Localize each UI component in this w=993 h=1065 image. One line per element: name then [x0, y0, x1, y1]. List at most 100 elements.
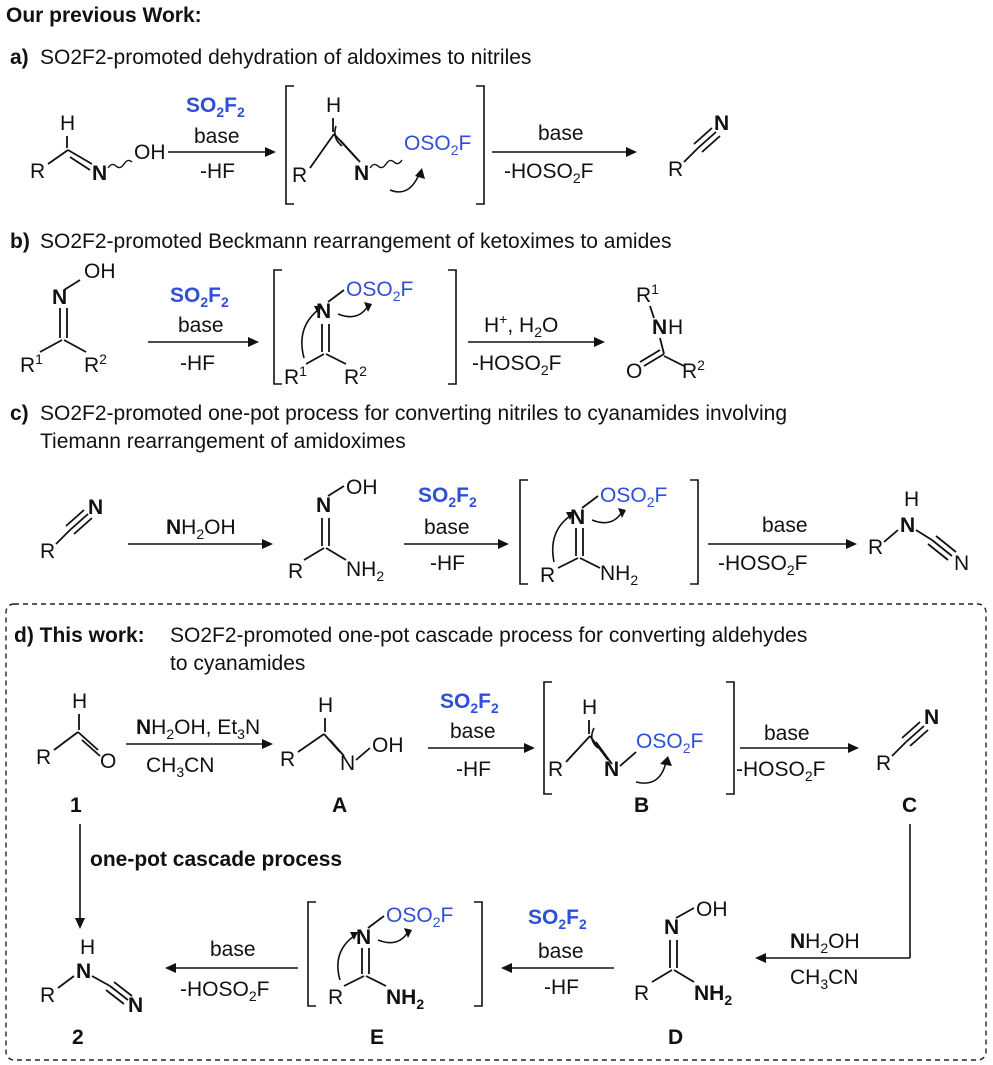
svg-text:O: O	[100, 750, 116, 773]
reagent-so2f2-d1: SO2F2	[440, 690, 499, 716]
section-b-tag: b)	[10, 230, 30, 253]
svg-text:R: R	[876, 752, 891, 775]
svg-text:OH: OH	[134, 141, 166, 164]
svg-text:OH: OH	[696, 898, 728, 921]
svg-text:R1: R1	[20, 351, 43, 377]
base-label-c: base	[424, 516, 470, 539]
svg-text:N: N	[316, 300, 331, 323]
section-a-tag: a)	[10, 46, 29, 69]
hoso2f-label-c: -HOSO2F	[718, 552, 807, 578]
section-a-title: SO2F2-promoted dehydration of aldoximes …	[40, 46, 531, 69]
base-label-d5: base	[538, 940, 584, 963]
nh2oh-label-d4: NH2OH	[790, 930, 860, 956]
svg-text:NH2: NH2	[600, 562, 638, 588]
compound-label-E: E	[370, 1026, 384, 1049]
figure-header: Our previous Work:	[6, 4, 202, 27]
aldehyde-structure-1: H R O	[36, 690, 116, 773]
svg-text:N: N	[354, 162, 369, 185]
svg-text:H: H	[582, 696, 597, 719]
nh2oh-label-c: NH2OH	[166, 516, 236, 542]
intermediate-bracket-B: H R N OSO2F	[543, 681, 735, 795]
svg-text:N: N	[924, 706, 939, 729]
svg-text:R2: R2	[682, 357, 705, 383]
svg-text:H: H	[326, 94, 341, 117]
compound-label-A: A	[332, 794, 347, 817]
section-c-title-line1: SO2F2-promoted one-pot process for conve…	[40, 402, 787, 425]
svg-text:R: R	[40, 984, 55, 1007]
svg-text:H: H	[72, 690, 87, 713]
cyanamide-structure-2: H N R N	[40, 936, 143, 1017]
svg-text:R: R	[668, 158, 683, 181]
svg-text:R: R	[540, 564, 555, 587]
reagent-so2f2-c: SO2F2	[418, 484, 477, 510]
svg-text:OSO2F: OSO2F	[404, 132, 471, 158]
cyanamide-product-c: H N R N	[868, 488, 969, 575]
svg-text:N: N	[340, 752, 355, 775]
svg-text:N: N	[92, 162, 107, 185]
svg-text:R: R	[548, 758, 563, 781]
svg-text:N: N	[570, 506, 585, 529]
base-label-a: base	[194, 125, 240, 148]
compound-label-1: 1	[70, 794, 82, 817]
hoso2f-label-b: -HOSO2F	[472, 352, 561, 378]
svg-text:R: R	[288, 560, 303, 583]
reagent-so2f2-d5: SO2F2	[528, 906, 587, 932]
svg-text:N: N	[714, 112, 729, 135]
hoso2f-label-a: -HOSO2F	[504, 160, 593, 186]
amidoxime-structure-c: N OH R NH2	[288, 476, 384, 584]
h-plus-water-label-b: H+, H2O	[484, 311, 558, 340]
svg-text:R2: R2	[84, 351, 107, 377]
svg-text:NH2: NH2	[346, 558, 384, 584]
svg-text:N: N	[900, 514, 915, 537]
svg-text:OH: OH	[372, 734, 404, 757]
base-label-a2: base	[538, 122, 584, 145]
svg-text:R1: R1	[284, 363, 307, 389]
svg-text:R: R	[634, 982, 649, 1005]
intermediate-bracket-c: N OSO2F R NH2	[519, 479, 699, 588]
section-c-title-line2: Tiemann rearrangement of amidoximes	[40, 430, 406, 453]
compound-label-B: B	[634, 794, 649, 817]
cascade-label: one-pot cascade process	[90, 848, 342, 871]
svg-text:OH: OH	[346, 476, 378, 499]
intermediate-bracket-a: H R N OSO2F	[285, 85, 485, 205]
hf-label-d2: -HF	[456, 758, 491, 781]
ch3cn-label-d4: CH3CN	[790, 966, 858, 992]
section-d-title-line1: SO2F2-promoted one-pot cascade process f…	[170, 624, 807, 647]
hf-label-c: -HF	[430, 552, 465, 575]
svg-text:NH2: NH2	[694, 982, 732, 1008]
base-label-b: base	[178, 314, 224, 337]
svg-text:R: R	[328, 986, 343, 1009]
svg-text:N: N	[604, 758, 619, 781]
base-label-d3: base	[764, 722, 810, 745]
hoso2f-label-d3: -HOSO2F	[736, 758, 825, 784]
svg-text:N: N	[88, 496, 103, 519]
svg-text:N: N	[52, 286, 67, 309]
section-d-tag: d) This work:	[14, 624, 145, 647]
svg-text:H: H	[318, 694, 333, 717]
aldoxime-structure-A: H R N OH	[280, 694, 404, 775]
svg-text:OSO2F: OSO2F	[636, 730, 703, 756]
nh2oh-et3n-label: NH2OH, Et3N	[136, 716, 260, 742]
compound-label-C: C	[902, 794, 917, 817]
compound-label-2: 2	[72, 1026, 84, 1049]
svg-text:R: R	[280, 748, 295, 771]
svg-text:N: N	[128, 994, 143, 1017]
amide-product-b: R1 N H O R2	[626, 281, 705, 383]
svg-text:R2: R2	[344, 363, 367, 389]
svg-text:N: N	[316, 494, 331, 517]
svg-text:N: N	[76, 960, 91, 983]
base-label-c3: base	[762, 514, 808, 537]
svg-text:R1: R1	[636, 281, 659, 307]
section-c-tag: c)	[10, 402, 29, 425]
this-work-box	[5, 603, 987, 1061]
amidoxime-structure-D: N OH R NH2	[634, 898, 732, 1008]
svg-text:NH2: NH2	[386, 986, 424, 1012]
base-label-d2: base	[450, 720, 496, 743]
svg-text:N: N	[954, 552, 969, 575]
svg-text:N: N	[652, 316, 667, 339]
svg-text:R: R	[30, 160, 45, 183]
svg-text:H: H	[668, 316, 683, 339]
svg-text:H: H	[60, 112, 75, 135]
hf-label-a: -HF	[200, 160, 235, 183]
